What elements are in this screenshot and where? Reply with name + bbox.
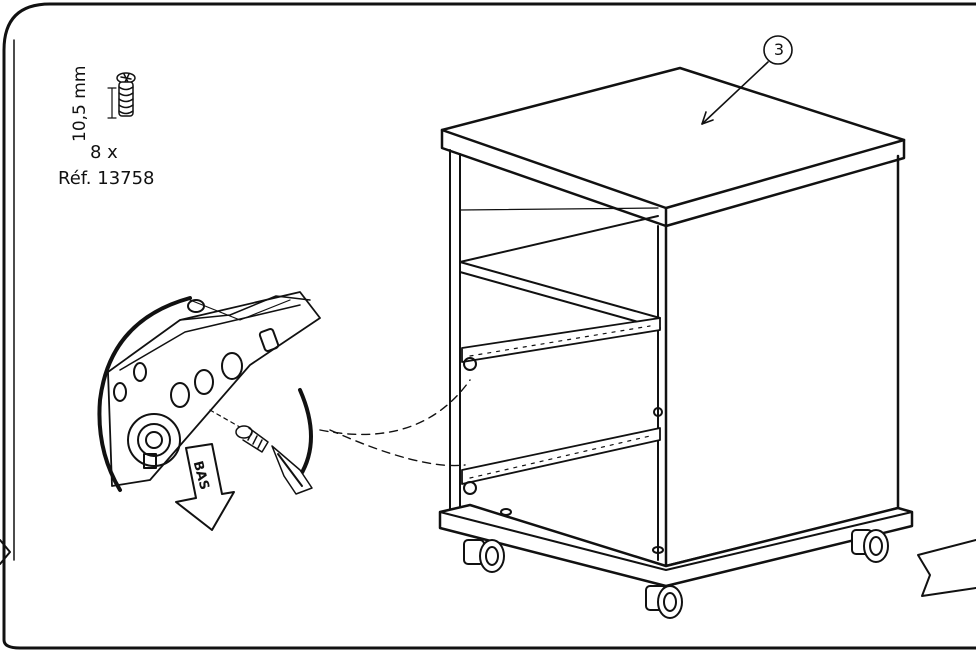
bas-arrow-icon	[175, 443, 235, 531]
reference-label: Réf. 13758	[58, 168, 155, 189]
part-number-label: 3	[773, 40, 785, 59]
cam-screw-icon	[107, 72, 136, 119]
drawer-runner-detail-icon	[97, 291, 471, 492]
screwdriver-icon	[235, 425, 313, 495]
caster-wheel-icon	[463, 529, 889, 619]
previous-step-arrow-icon	[0, 539, 11, 565]
quantity-label: 8 x	[90, 142, 118, 163]
screw-length-label: 10,5 mm	[70, 65, 90, 142]
cabinet-icon	[438, 66, 914, 588]
part-callout	[701, 35, 793, 125]
next-step-arrow-icon	[917, 539, 976, 597]
